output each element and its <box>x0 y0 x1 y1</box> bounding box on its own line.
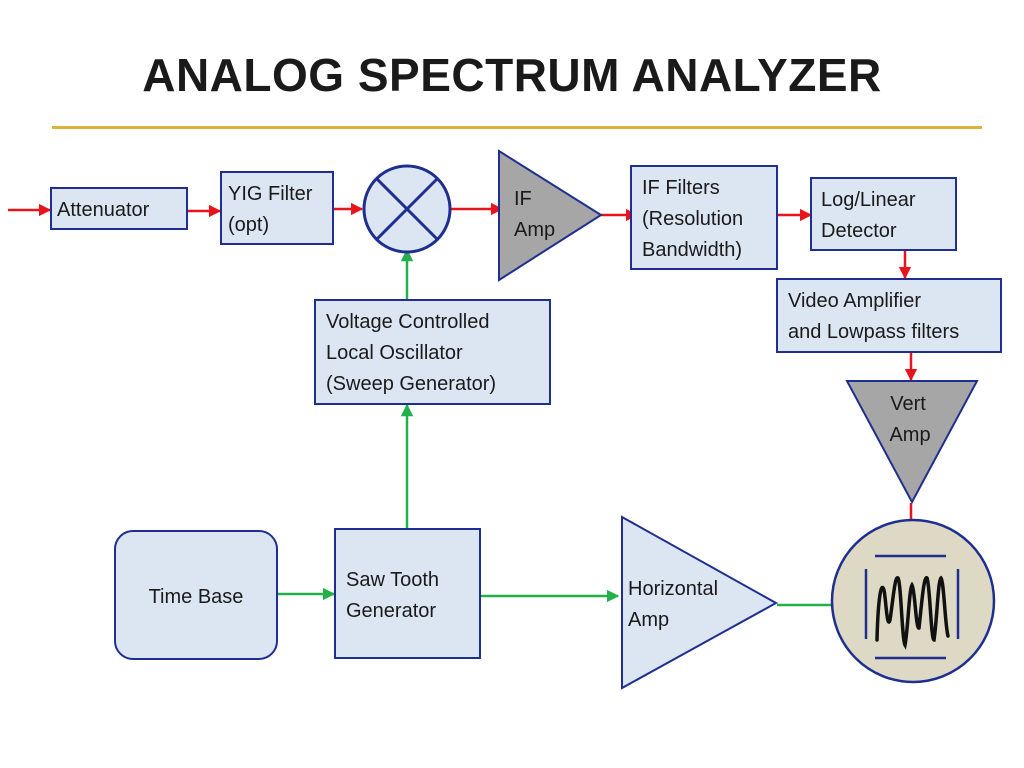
video-amplifier-block: Video Amplifier and Lowpass filters <box>776 278 1002 353</box>
vert-amp-label-line2: Amp <box>889 424 930 446</box>
vco-label-line2: Local Oscillator <box>326 342 463 364</box>
vco-block: Voltage Controlled Local Oscillator (Swe… <box>314 299 551 405</box>
horizontal-amp-label-line1: Horizontal <box>628 578 718 600</box>
attenuator-label: Attenuator <box>57 199 150 221</box>
log-linear-detector-block: Log/Linear Detector <box>810 177 957 251</box>
vert-amp-label-line1: Vert <box>890 393 926 415</box>
vco-label-line1: Voltage Controlled <box>326 311 489 333</box>
time-base-label: Time Base <box>149 586 244 608</box>
detector-label-line1: Log/Linear <box>821 189 916 211</box>
video-amplifier-label-line1: Video Amplifier <box>788 290 921 312</box>
saw-tooth-label-line2: Generator <box>346 600 436 622</box>
yig-filter-block: YIG Filter (opt) <box>220 171 334 245</box>
spectrum-trace-icon <box>875 575 950 650</box>
crt-display-icon <box>830 518 996 684</box>
if-amp-label-line2: Amp <box>514 219 555 241</box>
vert-amp-block: Vert Amp <box>845 380 979 505</box>
if-amp-block: IF Amp <box>498 149 603 282</box>
if-filters-label-line3: Bandwidth) <box>642 239 742 261</box>
title-divider <box>52 126 982 129</box>
detector-label-line2: Detector <box>821 220 897 242</box>
if-amp-label-line1: IF <box>514 188 532 210</box>
horizontal-amp-block: Horizontal Amp <box>621 515 779 690</box>
time-base-block: Time Base <box>114 530 278 660</box>
video-amplifier-label-line2: and Lowpass filters <box>788 321 959 343</box>
if-filters-label-line2: (Resolution <box>642 208 743 230</box>
vco-label-line3: (Sweep Generator) <box>326 373 496 395</box>
if-filters-label-line1: IF Filters <box>642 177 720 199</box>
control-path-arrows <box>277 248 861 612</box>
horizontal-amp-label-line2: Amp <box>628 609 669 631</box>
saw-tooth-generator-block: Saw Tooth Generator <box>334 528 481 659</box>
yig-filter-label-line2: (opt) <box>228 214 269 236</box>
yig-filter-label-line1: YIG Filter <box>228 183 313 205</box>
saw-tooth-label-line1: Saw Tooth <box>346 569 439 591</box>
mixer-cross-circle-icon <box>362 164 452 254</box>
if-filters-block: IF Filters (Resolution Bandwidth) <box>630 165 778 270</box>
attenuator-block: Attenuator <box>50 187 188 230</box>
page-title: ANALOG SPECTRUM ANALYZER <box>142 49 882 101</box>
